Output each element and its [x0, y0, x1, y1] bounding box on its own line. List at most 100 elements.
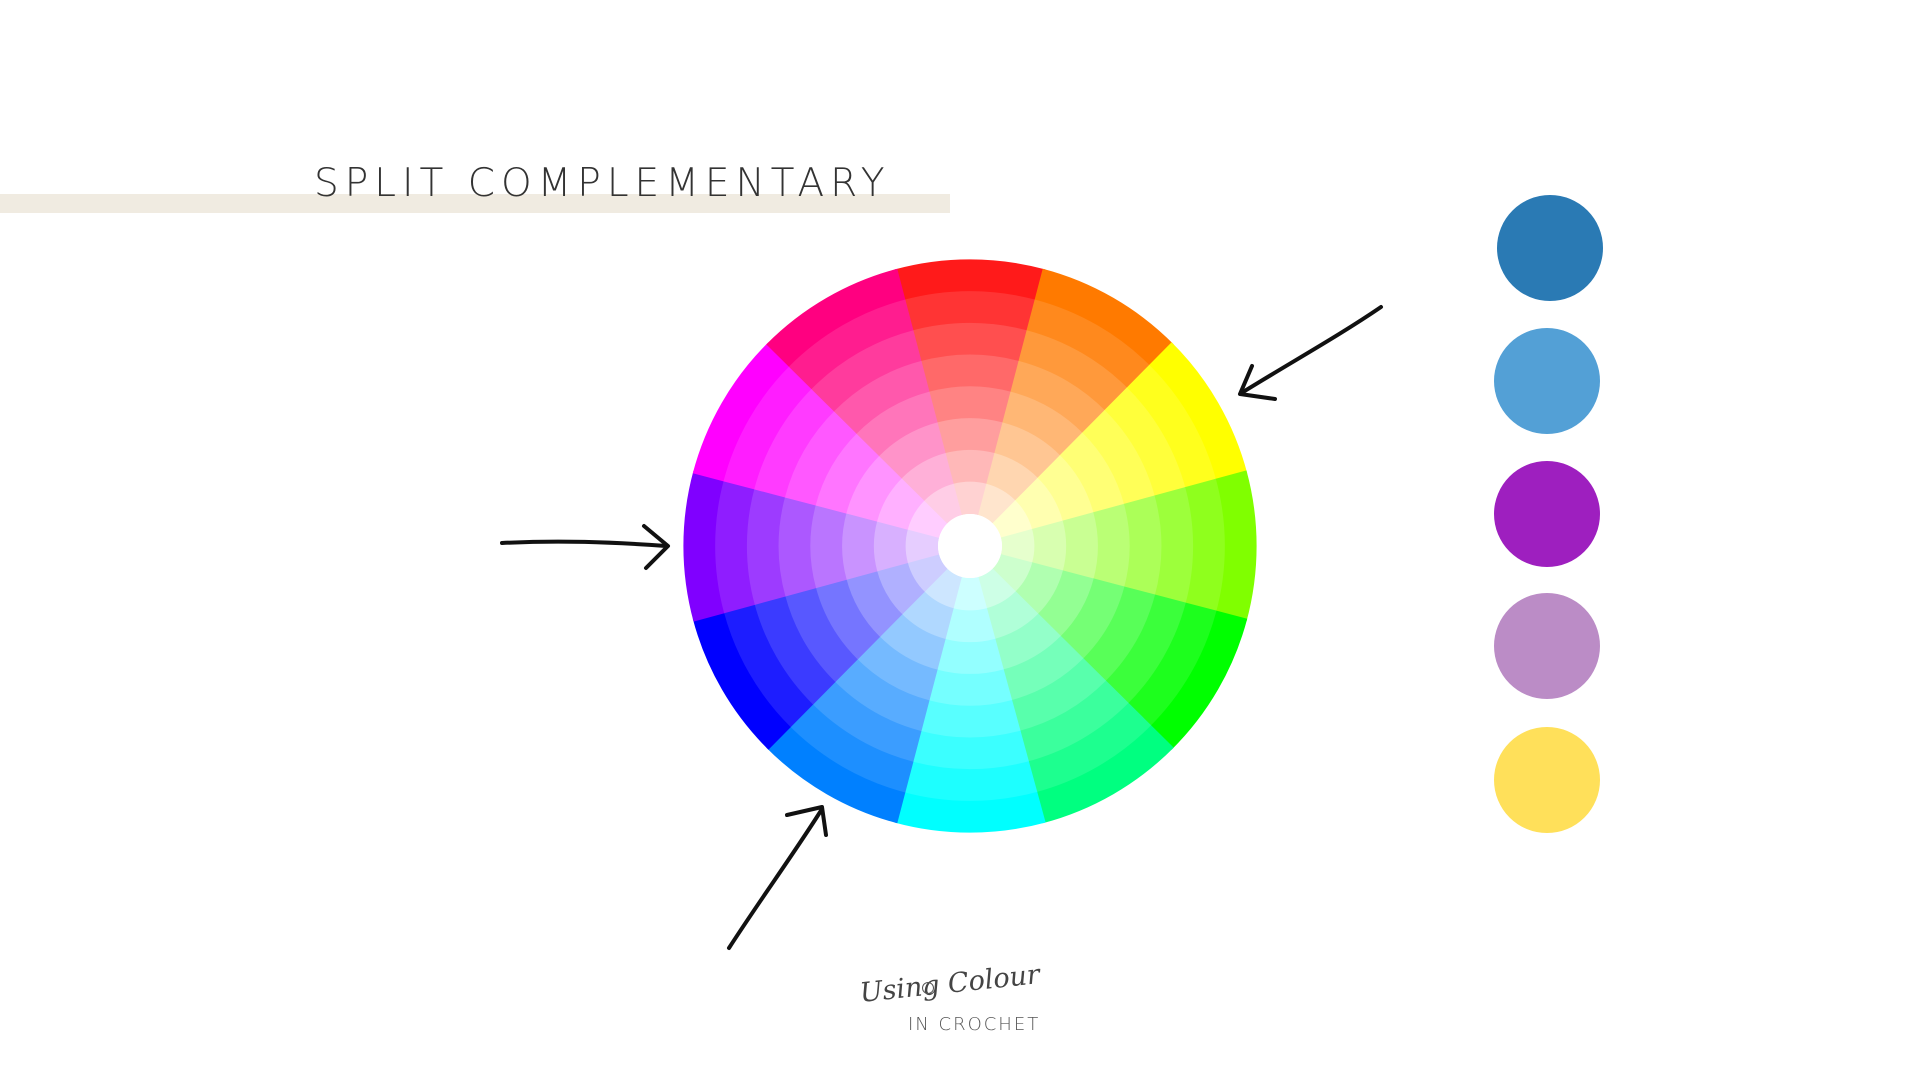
wheel-segment [778, 495, 817, 597]
palette-swatch-4 [1494, 593, 1600, 699]
arrow-to-yellow [1238, 305, 1383, 401]
wheel-segment [944, 607, 996, 643]
wheel-segment [1215, 470, 1257, 622]
wheel-segment [936, 638, 1004, 674]
page-title: SPLIT COMPLEMENTARY [314, 161, 891, 206]
wheel-segment [833, 657, 930, 732]
wheel-segment [1104, 387, 1186, 498]
color-wheel-segments [683, 259, 1257, 833]
wheel-segment [1010, 360, 1107, 435]
wheel-segment [842, 512, 878, 580]
wheel-segment [1081, 586, 1156, 683]
wheel-segment [1059, 578, 1125, 660]
wheel-segment [1062, 512, 1098, 580]
palette-swatch-3 [1494, 461, 1600, 567]
wheel-segment [924, 568, 962, 609]
wheel-segment [1123, 495, 1162, 597]
wheel-segment [723, 602, 814, 728]
wheel-segment [811, 330, 922, 412]
wheel-segment [1018, 330, 1129, 412]
palette-swatch-2 [1494, 328, 1600, 434]
wheel-segment [919, 354, 1021, 393]
color-wheel-center [938, 514, 1002, 578]
arrows [500, 305, 1383, 950]
wheel-segment [978, 568, 1016, 609]
wheel-segment [1081, 409, 1156, 506]
wheel-segment [746, 487, 787, 605]
wheel-segment [919, 699, 1021, 738]
wheel-segment [754, 594, 836, 705]
wheel-segment [784, 586, 859, 683]
wheel-segment [927, 668, 1013, 706]
wheel-segment [953, 481, 987, 516]
wheel-segment [723, 364, 814, 490]
logo: Using Colour IN CROCHET [858, 959, 1050, 1038]
wheel-segment [811, 680, 922, 762]
wheel-segment [683, 470, 725, 622]
wheel-segment [902, 291, 1038, 332]
wheel-segment [994, 422, 1061, 479]
wheel-segment [846, 455, 903, 522]
wheel-segment [879, 422, 946, 479]
wheel-segment [815, 432, 881, 514]
wheel-segment [1092, 503, 1130, 589]
wheel-segment [992, 500, 1033, 538]
wheel-segment [1002, 391, 1084, 457]
wheel-segment [810, 503, 848, 589]
wheel-segment [1126, 364, 1217, 490]
arrow-to-blue [727, 805, 828, 950]
wheel-segment [856, 635, 938, 701]
wheel-segment [1148, 610, 1248, 750]
palette-swatch-5 [1494, 727, 1600, 833]
wheel-segment [788, 702, 914, 793]
wheel-segment [944, 449, 996, 485]
wheel-segment [1010, 657, 1107, 732]
wheel-segment [833, 360, 930, 435]
wheel-segment [927, 386, 1013, 424]
wheel-segment [1018, 680, 1129, 762]
wheel-segment [692, 610, 792, 750]
wheel-segment [994, 613, 1061, 670]
title-underline-bar [0, 194, 950, 213]
wheel-segment [766, 724, 906, 824]
wheel-segment [936, 418, 1004, 454]
wheel-segment [1059, 432, 1125, 514]
wheel-segment [1026, 299, 1152, 390]
wheel-segment [784, 409, 859, 506]
wheel-segment [1002, 635, 1084, 701]
wheel-segment [1026, 702, 1152, 793]
wheel-segment [1037, 570, 1094, 637]
wheel-segment [815, 578, 881, 660]
wheel-segment [788, 299, 914, 390]
wheel-segment [873, 520, 909, 572]
wheel-segment [1000, 529, 1035, 563]
wheel-segment [1034, 268, 1174, 368]
wheel-segment [856, 391, 938, 457]
wheel-segment [715, 478, 756, 614]
wheel-segment [1148, 342, 1248, 482]
wheel-segment [846, 570, 903, 637]
logo-text: IN CROCHET [908, 1014, 1041, 1035]
wheel-segment [1104, 594, 1186, 705]
wheel-segment [953, 576, 987, 611]
wheel-segment [1034, 724, 1174, 824]
wheel-segment [992, 554, 1033, 592]
wheel-segment [978, 483, 1016, 524]
wheel-segment [754, 387, 836, 498]
wheel-segment [894, 259, 1046, 301]
wheel-segment [1184, 478, 1225, 614]
yarn-ball-icon [922, 982, 934, 994]
wheel-segment [1037, 455, 1094, 522]
wheel-segment [1031, 520, 1067, 572]
wheel-segment [894, 791, 1046, 833]
wheel-segment [692, 342, 792, 482]
wheel-segment [766, 268, 906, 368]
palette-swatch-1 [1497, 195, 1603, 301]
wheel-segment [911, 729, 1029, 770]
wheel-segment [1153, 487, 1194, 605]
wheel-segment [1126, 602, 1217, 728]
wheel-segment [924, 483, 962, 524]
wheel-segment [907, 500, 948, 538]
wheel-segment [905, 529, 940, 563]
